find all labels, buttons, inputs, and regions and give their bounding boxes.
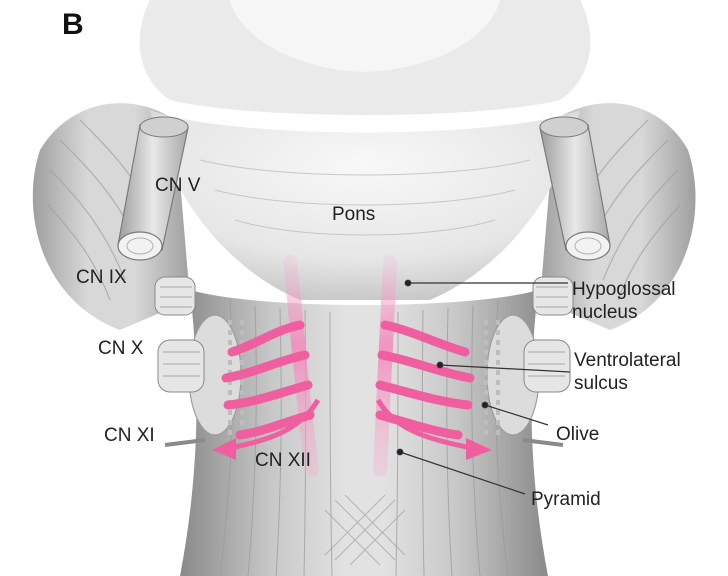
label-ventrolateral-line-1: Ventrolateral [574, 349, 681, 372]
label-hypoglossal-line-2: nucleus [572, 301, 676, 324]
label-cn-xi: CN XI [104, 424, 155, 447]
right-hypoglossal-nucleus [380, 262, 390, 470]
label-cn-x: CN X [98, 337, 143, 360]
medulla [180, 290, 548, 576]
label-pyramid: Pyramid [531, 488, 601, 511]
label-cn-v: CN V [155, 174, 200, 197]
label-hypoglossal-nucleus: Hypoglossal nucleus [572, 278, 676, 324]
label-cn-xii: CN XII [255, 449, 311, 472]
label-cn-ix: CN IX [76, 266, 127, 289]
panel-letter: B [62, 8, 84, 42]
label-ventrolateral-sulcus: Ventrolateral sulcus [574, 349, 681, 395]
label-olive: Olive [556, 423, 599, 446]
label-hypoglossal-line-1: Hypoglossal [572, 278, 676, 301]
label-pons: Pons [332, 203, 375, 226]
label-ventrolateral-line-2: sulcus [574, 372, 681, 395]
